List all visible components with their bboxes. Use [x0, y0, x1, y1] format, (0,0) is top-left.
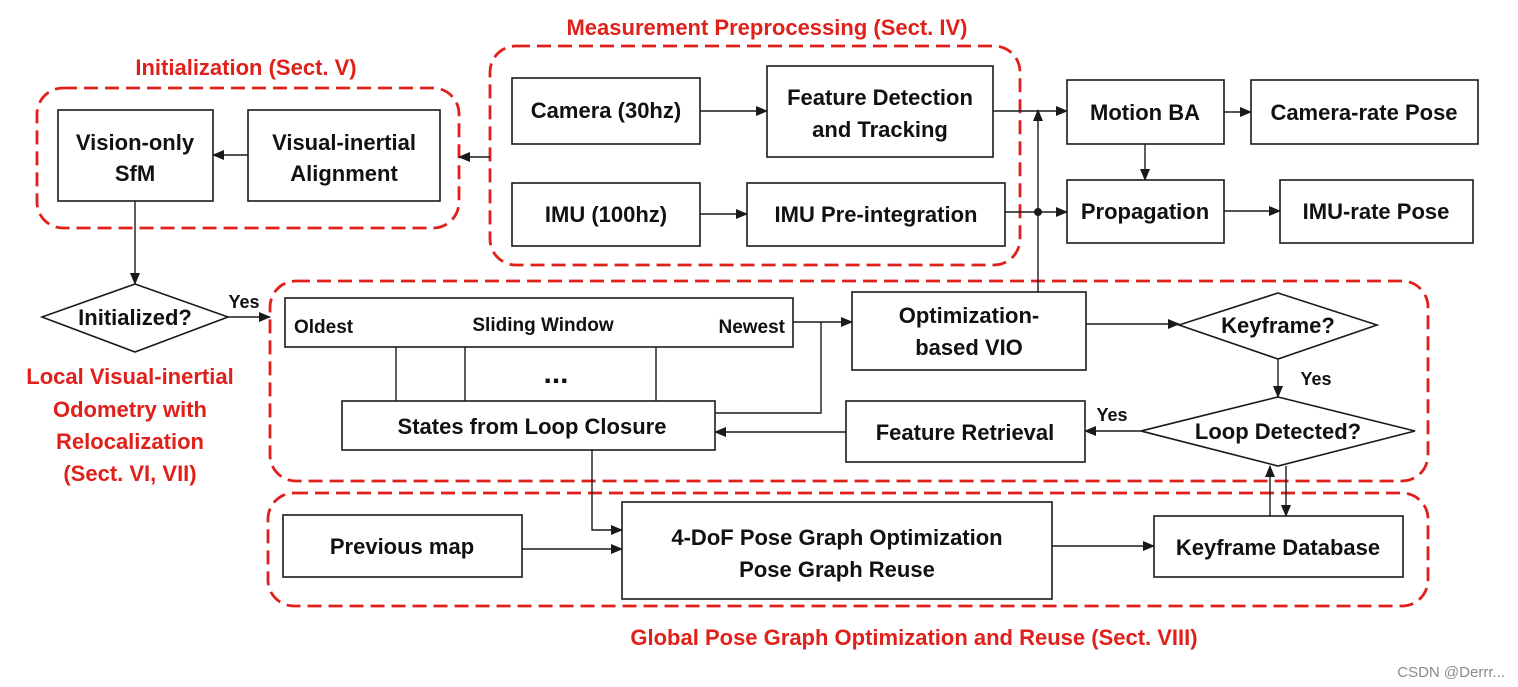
svg-text:Propagation: Propagation — [1081, 199, 1209, 224]
svg-text:Keyframe Database: Keyframe Database — [1176, 535, 1380, 560]
watermark: CSDN @Derrr... — [1397, 664, 1505, 681]
edge-loop-states-to-vio — [715, 322, 822, 414]
svg-text:Feature Retrieval: Feature Retrieval — [876, 420, 1055, 445]
node-camera-rate-pose: Camera-rate Pose — [1250, 79, 1479, 145]
svg-text:Initialized?: Initialized? — [78, 305, 192, 330]
svg-text:IMU Pre-integration: IMU Pre-integration — [775, 202, 978, 227]
group-local-vio-title-3: Relocalization — [56, 429, 204, 454]
svg-text:Optimization-: Optimization- — [899, 303, 1040, 328]
svg-text:and Tracking: and Tracking — [812, 117, 948, 142]
node-pose-graph: 4-DoF Pose Graph Optimization Pose Graph… — [621, 501, 1053, 600]
svg-text:Previous map: Previous map — [330, 534, 474, 559]
sliding-window-newest: Newest — [718, 317, 785, 338]
svg-text:States from Loop Closure: States from Loop Closure — [398, 414, 667, 439]
svg-text:IMU-rate Pose: IMU-rate Pose — [1303, 199, 1450, 224]
svg-text:Feature Detection: Feature Detection — [787, 85, 973, 110]
group-local-vio-title-2: Odometry with — [53, 397, 207, 422]
group-initialization-title: Initialization (Sect. V) — [135, 55, 356, 80]
svg-text:Motion BA: Motion BA — [1090, 100, 1200, 125]
svg-text:Alignment: Alignment — [290, 161, 398, 186]
label-initialized-yes: Yes — [228, 292, 259, 312]
svg-text:Camera (30hz): Camera (30hz) — [531, 98, 681, 123]
group-measurement-title: Measurement Preprocessing (Sect. IV) — [566, 15, 967, 40]
node-feature-retrieval: Feature Retrieval — [845, 400, 1086, 463]
node-imu-rate-pose: IMU-rate Pose — [1279, 179, 1474, 244]
group-local-vio-frame — [268, 279, 1430, 483]
node-imu-preintegration: IMU Pre-integration — [746, 182, 1006, 247]
node-camera: Camera (30hz) — [511, 77, 701, 145]
svg-text:Loop Detected?: Loop Detected? — [1195, 419, 1361, 444]
svg-text:IMU (100hz): IMU (100hz) — [545, 202, 667, 227]
node-keyframe-database: Keyframe Database — [1153, 515, 1404, 578]
node-sliding-window: Oldest Sliding Window Newest — [284, 297, 794, 348]
group-measurement-frame — [488, 44, 1022, 267]
svg-text:Pose Graph Reuse: Pose Graph Reuse — [739, 557, 935, 582]
svg-text:Keyframe?: Keyframe? — [1221, 313, 1335, 338]
svg-text:SfM: SfM — [115, 161, 155, 186]
node-optimization-vio: Optimization- based VIO — [851, 291, 1087, 371]
node-keyframe-decision: Keyframe? — [1176, 292, 1380, 360]
sliding-window-title: Sliding Window — [472, 315, 613, 336]
node-visual-inertial-alignment: Visual-inertial Alignment — [247, 109, 441, 202]
svg-text:based VIO: based VIO — [915, 335, 1023, 360]
svg-text:Visual-inertial: Visual-inertial — [272, 130, 416, 155]
group-local-vio-title-1: Local Visual-inertial — [26, 364, 233, 389]
label-keyframe-yes: Yes — [1300, 369, 1331, 389]
ellipsis: ... — [543, 357, 568, 390]
svg-text:Vision-only: Vision-only — [76, 130, 195, 155]
node-initialized-decision: Initialized? — [39, 283, 231, 353]
group-local-vio-title-4: (Sect. VI, VII) — [63, 461, 196, 486]
sliding-window-oldest: Oldest — [294, 317, 354, 338]
node-motion-ba: Motion BA — [1066, 79, 1225, 145]
node-previous-map: Previous map — [282, 514, 523, 578]
group-global-frame — [266, 491, 1430, 608]
edge-states-to-pose-graph — [591, 450, 623, 535]
label-loop-yes: Yes — [1096, 405, 1127, 425]
node-states-loop-closure: States from Loop Closure — [341, 400, 716, 451]
svg-text:Camera-rate Pose: Camera-rate Pose — [1270, 100, 1457, 125]
node-imu: IMU (100hz) — [511, 182, 701, 247]
svg-text:4-DoF Pose Graph Optimization: 4-DoF Pose Graph Optimization — [671, 525, 1002, 550]
node-propagation: Propagation — [1066, 179, 1225, 244]
node-vision-only-sfm: Vision-only SfM — [57, 109, 214, 202]
node-loop-detected-decision: Loop Detected? — [1140, 396, 1416, 467]
group-global-title: Global Pose Graph Optimization and Reuse… — [630, 625, 1197, 650]
node-feature-detection: Feature Detection and Tracking — [766, 65, 994, 158]
